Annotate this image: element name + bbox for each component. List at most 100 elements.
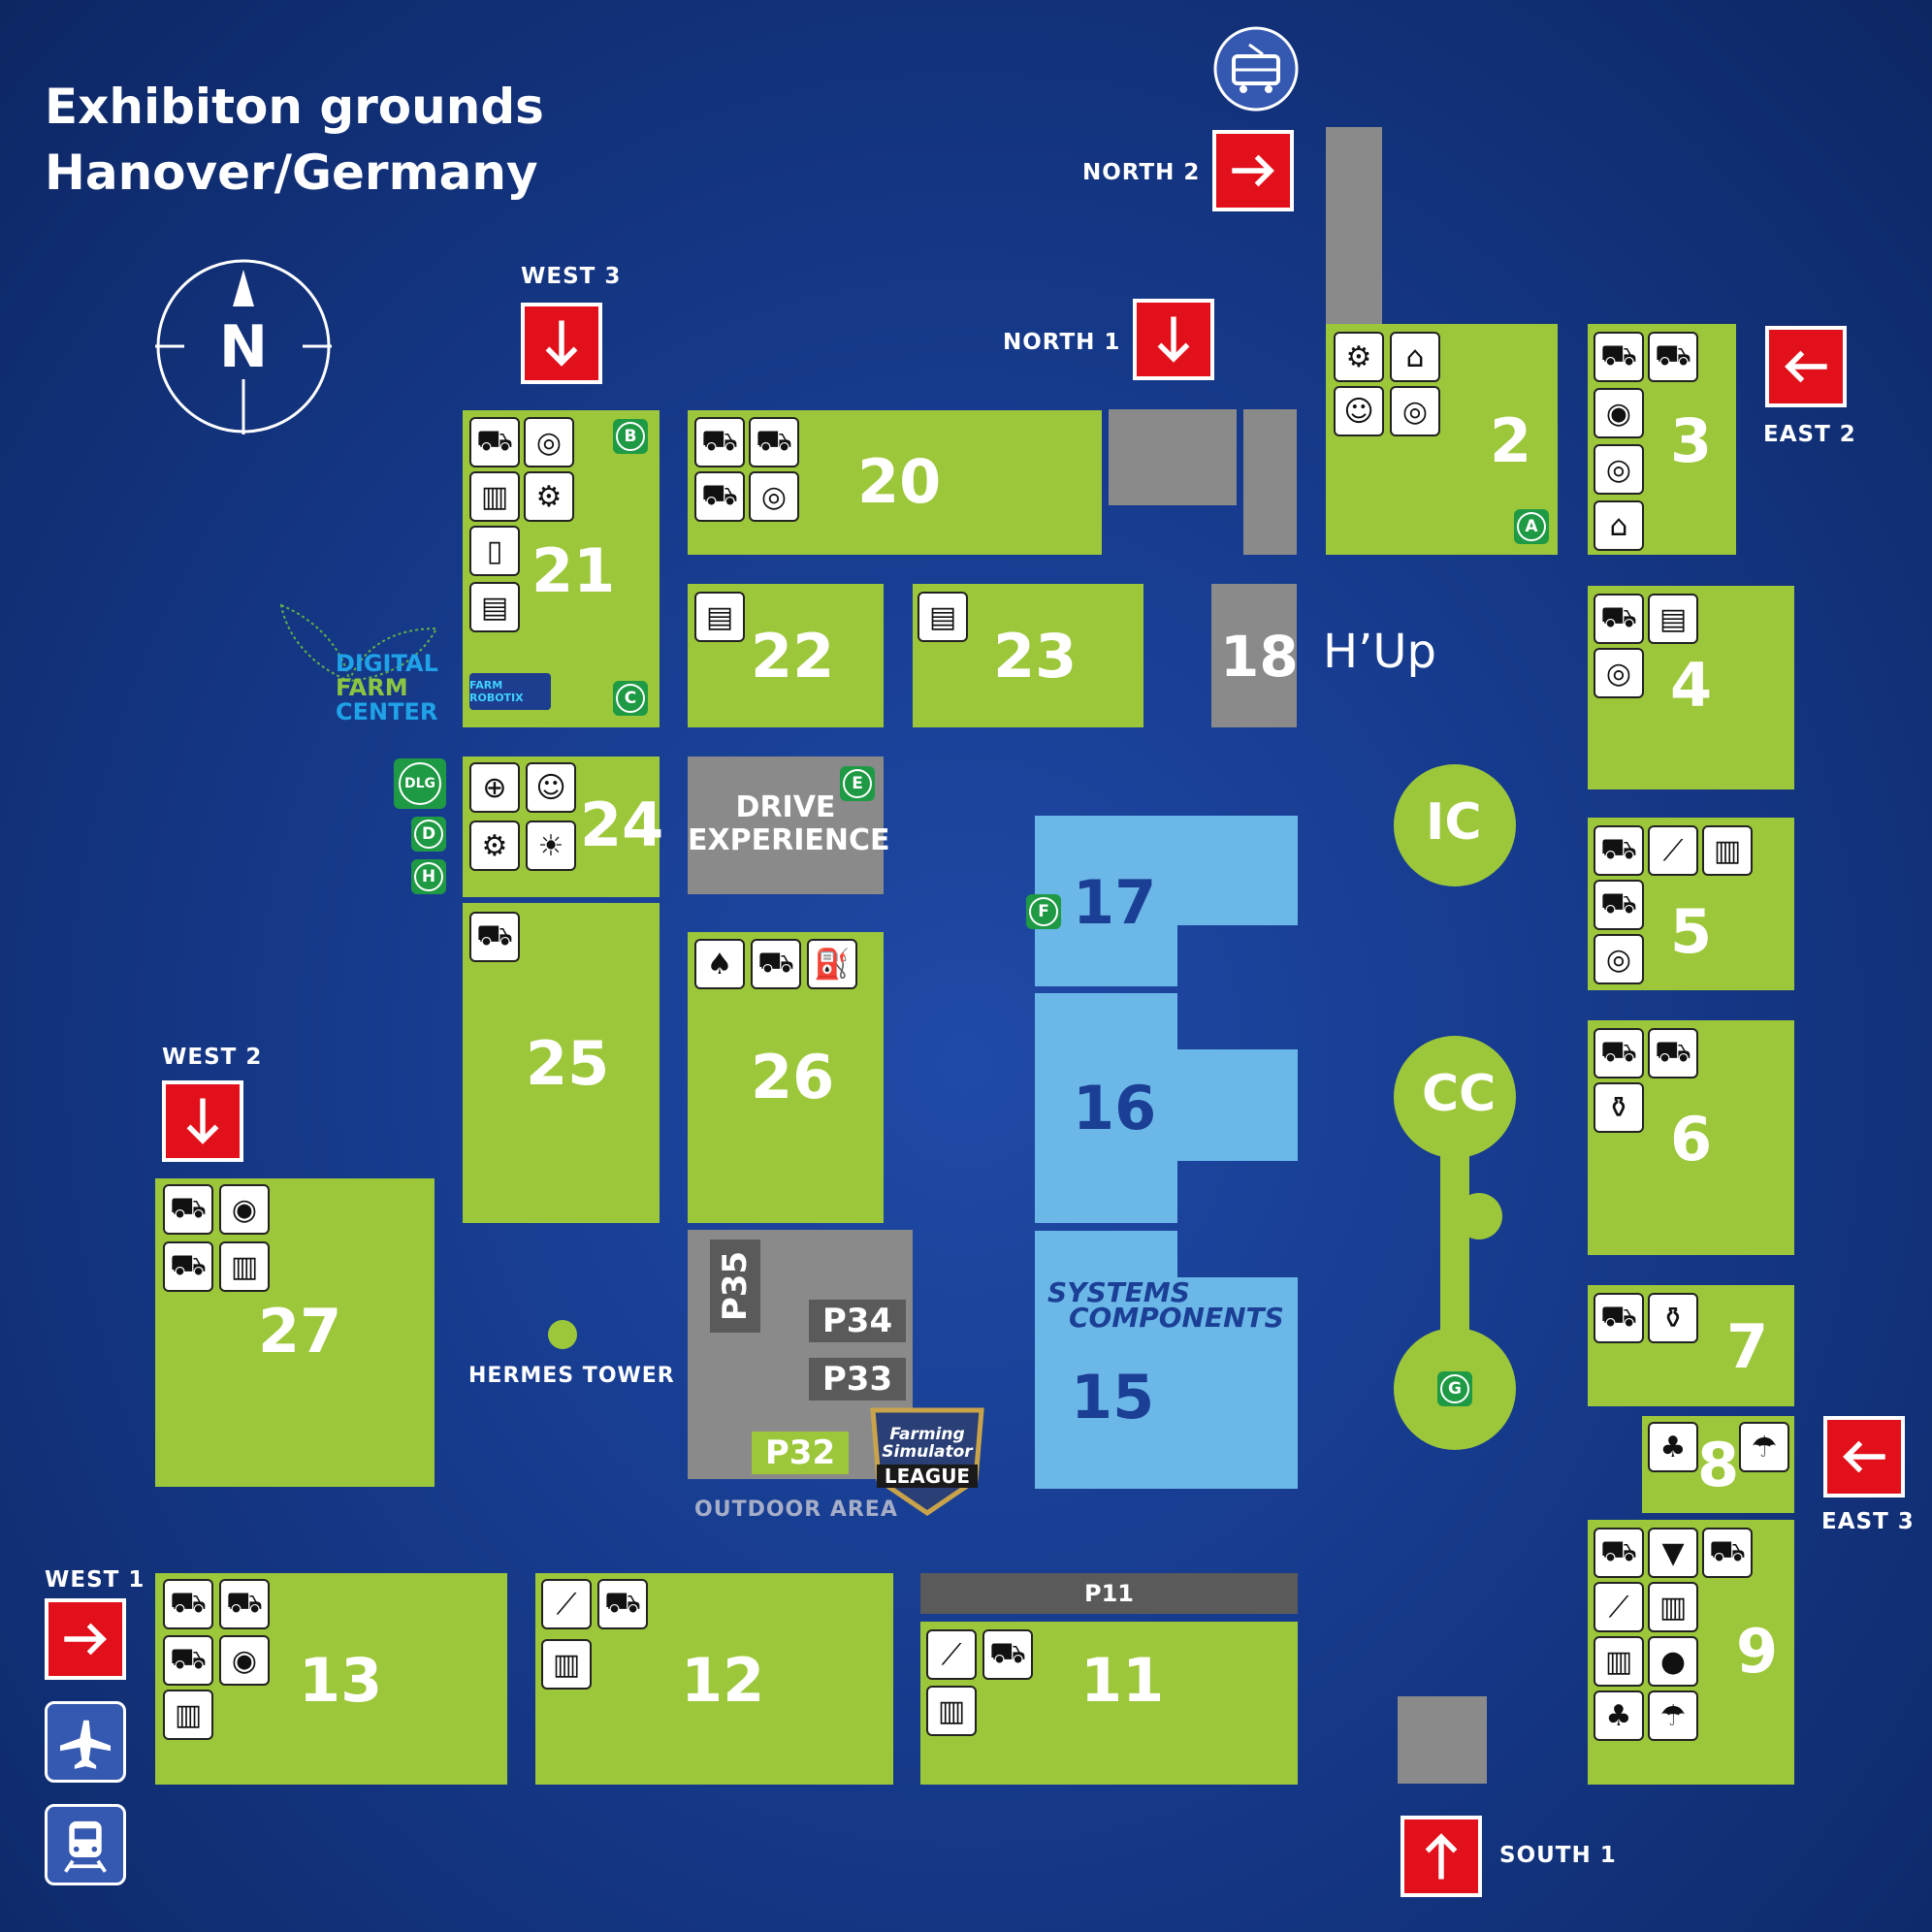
entrance-east-2-label: EAST 2	[1763, 422, 1856, 447]
hall-11-number: 11	[1080, 1645, 1165, 1716]
arrow-right-icon	[64, 1623, 107, 1656]
entrance-west-1[interactable]	[45, 1598, 126, 1680]
badge-h: H	[411, 859, 446, 894]
hall-27-number: 27	[258, 1296, 342, 1367]
parking-p33[interactable]: P33	[809, 1358, 906, 1401]
loader-icon: ⛟	[1648, 1028, 1698, 1079]
hall-9-number: 9	[1736, 1616, 1779, 1687]
svg-text:Simulator: Simulator	[882, 1442, 974, 1462]
hall-15[interactable]	[1035, 1231, 1298, 1489]
badge-f: F	[1026, 894, 1061, 929]
parking-p34[interactable]: P34	[809, 1300, 906, 1342]
seeder-icon: ⛟	[1594, 880, 1644, 930]
plough-icon: ⟋	[1594, 1582, 1644, 1632]
seeder-icon: ⛟	[597, 1579, 648, 1629]
badge-c: C	[613, 681, 648, 716]
tractor-icon: ⛟	[163, 1579, 213, 1629]
building-gray-n1	[1109, 409, 1237, 505]
digital-farm-center-logo: DIGITAL FARM CENTER	[336, 650, 438, 725]
hall-13-number: 13	[299, 1645, 383, 1716]
hall-12[interactable]	[535, 1573, 893, 1785]
stable-icon: ▥	[219, 1241, 270, 1292]
hall-18[interactable]	[1211, 584, 1297, 727]
tank-icon: ⚱	[1594, 1082, 1644, 1133]
parking-p11[interactable]: P11	[920, 1573, 1298, 1614]
seeder-icon: ⛟	[982, 1629, 1033, 1680]
entrance-north-1-label: NORTH 1	[1003, 330, 1121, 355]
entrance-west-1-label: WEST 1	[45, 1567, 145, 1593]
svg-text:Farming: Farming	[889, 1425, 964, 1444]
tractor-icon: ⛟	[1594, 1293, 1644, 1343]
forage-harvester-icon: ⛟	[163, 1184, 213, 1235]
feed-mixer-icon: ⛟	[469, 912, 520, 962]
hup-label: H’Up	[1323, 625, 1436, 679]
harvester-icon: ⛟	[749, 417, 799, 467]
tire-icon: ◎	[1594, 444, 1644, 495]
hermes-tower-marker[interactable]	[547, 1319, 578, 1350]
hall-22-number: 22	[751, 621, 835, 692]
hall-8-number: 8	[1697, 1430, 1740, 1500]
tank-icon: ⚱	[1648, 1293, 1698, 1343]
compass-letter: N	[219, 313, 268, 381]
hall-21-number: 21	[531, 535, 616, 606]
entrance-east-3[interactable]	[1823, 1416, 1905, 1497]
tire-icon: ◎	[1594, 934, 1644, 984]
plough-icon: ⟋	[1648, 825, 1698, 876]
halls-15-16-17-shape	[1035, 816, 1298, 1489]
building-north-corridor	[1326, 127, 1382, 325]
irrigation-icon: ☂	[1648, 1690, 1698, 1741]
entrance-west-3[interactable]	[521, 303, 602, 384]
hall-13[interactable]	[155, 1573, 507, 1785]
parking-p32[interactable]: P32	[752, 1432, 849, 1474]
svg-text:LEAGUE: LEAGUE	[885, 1465, 970, 1488]
hall-18-number: 18	[1220, 624, 1299, 690]
arrow-down-icon	[186, 1098, 219, 1144]
parking-p35[interactable]: P35	[710, 1240, 760, 1333]
entrance-west-2-label: WEST 2	[162, 1045, 263, 1070]
speedometer-icon: ⚙	[1334, 332, 1384, 382]
tire-icon: ◎	[749, 471, 799, 522]
ic-building[interactable]	[1392, 762, 1518, 888]
hall-15-number: 15	[1071, 1362, 1155, 1433]
entrance-north-2[interactable]	[1212, 130, 1294, 211]
arrow-up-icon	[1425, 1833, 1458, 1880]
tractor-icon: ⛟	[1594, 1528, 1644, 1578]
hall-20-number: 20	[857, 446, 942, 517]
tractor-icon: ⛟	[1594, 594, 1644, 644]
hall-6-number: 6	[1670, 1104, 1713, 1175]
entrance-west-2[interactable]	[162, 1080, 243, 1162]
hall-7-number: 7	[1726, 1311, 1769, 1382]
entrance-south-1[interactable]	[1401, 1816, 1482, 1897]
bale-icon: ◉	[219, 1635, 270, 1686]
hall-17-number: 17	[1073, 867, 1157, 938]
target-icon: ⊕	[469, 762, 520, 813]
stable-icon: ▥	[469, 471, 520, 522]
tractor-icon: ⛟	[1594, 1028, 1644, 1079]
arrow-right-icon	[1232, 154, 1274, 187]
entrance-east-2[interactable]	[1765, 326, 1847, 407]
hall-3-number: 3	[1670, 405, 1713, 476]
seeder-icon: ⛟	[1702, 1528, 1753, 1578]
bale-icon: ◉	[219, 1184, 270, 1235]
feed-mixer-icon: ⛟	[163, 1241, 213, 1292]
trailer-icon: ▤	[694, 592, 745, 642]
building-gray-n2	[1243, 409, 1297, 555]
hermes-tower-label: HERMES TOWER	[468, 1364, 675, 1388]
entrance-north-1[interactable]	[1133, 299, 1214, 380]
badge-b: B	[613, 419, 648, 454]
sprayer-icon: ▥	[541, 1639, 592, 1690]
compass-icon: N	[155, 259, 332, 435]
hall-12-number: 12	[681, 1645, 765, 1716]
title-line-1: Exhibiton grounds	[45, 79, 544, 135]
plant-icon: ♣	[1648, 1422, 1698, 1472]
dlg-logo: DLG	[394, 758, 446, 809]
renewable-energy-icon: ☀	[526, 821, 576, 871]
leaf-logo-icon	[279, 603, 438, 683]
arrow-left-icon	[1843, 1440, 1885, 1473]
badge-d: D	[411, 817, 446, 852]
tractor-icon: ⛟	[1594, 825, 1644, 876]
sprayer-boom-icon: ▥	[1594, 1636, 1644, 1687]
forage-harvester-icon: ⛟	[163, 1635, 213, 1686]
hall-16-number: 16	[1073, 1073, 1157, 1143]
